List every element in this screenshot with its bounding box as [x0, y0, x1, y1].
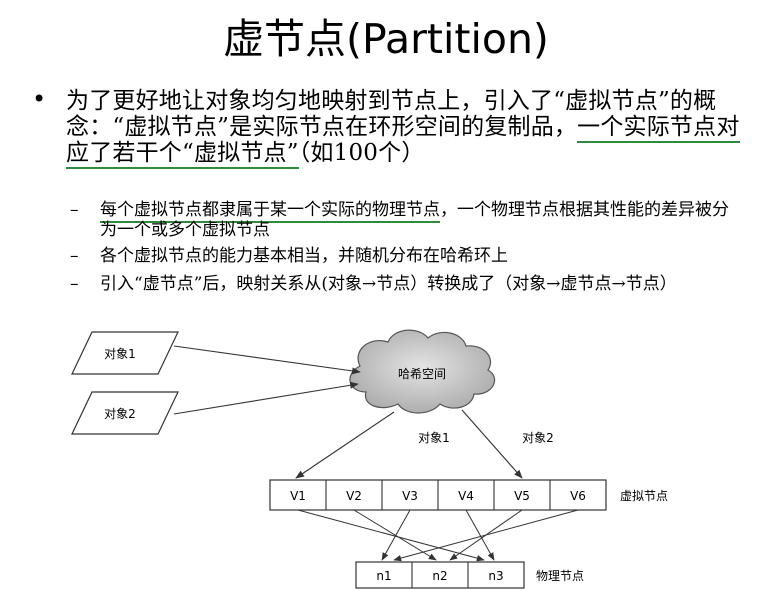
arrow-object2-to-hash [173, 381, 359, 415]
virtual-node-v4: V4 [458, 489, 474, 503]
object-1-shape [71, 331, 179, 375]
main-bullet-text: 为了更好地让对象均匀地映射到节点上，引入了“虚拟节点”的概念：“虚拟节点”是实际… [66, 88, 746, 169]
virtual-node-diagram: 对象1 对象2 哈希空间 对象1 对象2 V1 V2 V3 V4 V5 V6 虚… [71, 329, 668, 589]
sub-item-1-rest: ，一个物理节点根据其性能的差异被分为一个或多个虚拟节点 [100, 200, 729, 240]
sub-dash: – [70, 274, 79, 294]
physical-node-n1: n1 [376, 569, 391, 583]
object-2-shape [71, 391, 179, 435]
bullet-marker: • [32, 85, 47, 113]
hash-space-label: 哈希空间 [398, 366, 446, 381]
physical-node-box [355, 561, 525, 589]
arrow-hash-to-v5 [461, 409, 523, 479]
sub-dash: – [70, 246, 79, 266]
physical-node-n2: n2 [432, 569, 447, 583]
arrow-label-object1: 对象1 [418, 431, 450, 445]
page-title: 虚节点(Partition) [223, 15, 549, 63]
arrow-v1-to-n3 [297, 509, 485, 562]
main-bullet-part1: 为了更好地让对象均匀地映射到节点上，引入了“虚拟节点”的概念：“虚拟节点”是实际… [66, 88, 717, 140]
sub-item-3-text: 引入“虚节点”后，映射关系从(对象→节点）转换成了（对象→虚节点→节点） [100, 274, 677, 294]
virtual-node-v1: V1 [290, 489, 306, 503]
virtual-node-v5: V5 [514, 489, 530, 503]
sub-item-2-text: 各个虚拟节点的能力基本相当，并随机分布在哈希环上 [100, 246, 508, 266]
sub-item-1-underlined: 每个虚拟节点都隶属于某一个实际的物理节点 [100, 200, 440, 223]
main-bullet-underlined: 一个实际节点对应了若干个“虚拟节点” [66, 114, 740, 169]
virtual-node-v6: V6 [570, 489, 586, 503]
object-2-label: 对象2 [104, 407, 136, 421]
physical-node-n3: n3 [488, 569, 503, 583]
virtual-node-caption: 虚拟节点 [620, 489, 668, 503]
physical-node-caption: 物理节点 [536, 569, 584, 583]
arrow-v3-to-n1 [381, 509, 411, 561]
main-bullet-part3: （如100个） [298, 140, 425, 166]
virtual-node-v3: V3 [402, 489, 418, 503]
sub-dash: – [70, 200, 79, 220]
arrow-v6-to-n1 [393, 509, 579, 562]
arrow-hash-to-v1 [295, 411, 395, 479]
arrow-label-object2: 对象2 [522, 431, 554, 445]
object-1-label: 对象1 [104, 347, 136, 361]
virtual-node-v2: V2 [346, 489, 362, 503]
hash-space-cloud [349, 329, 496, 414]
arrow-object1-to-hash [173, 345, 361, 375]
arrow-v4-to-n3 [465, 509, 495, 561]
arrow-v2-to-n2 [353, 509, 437, 561]
